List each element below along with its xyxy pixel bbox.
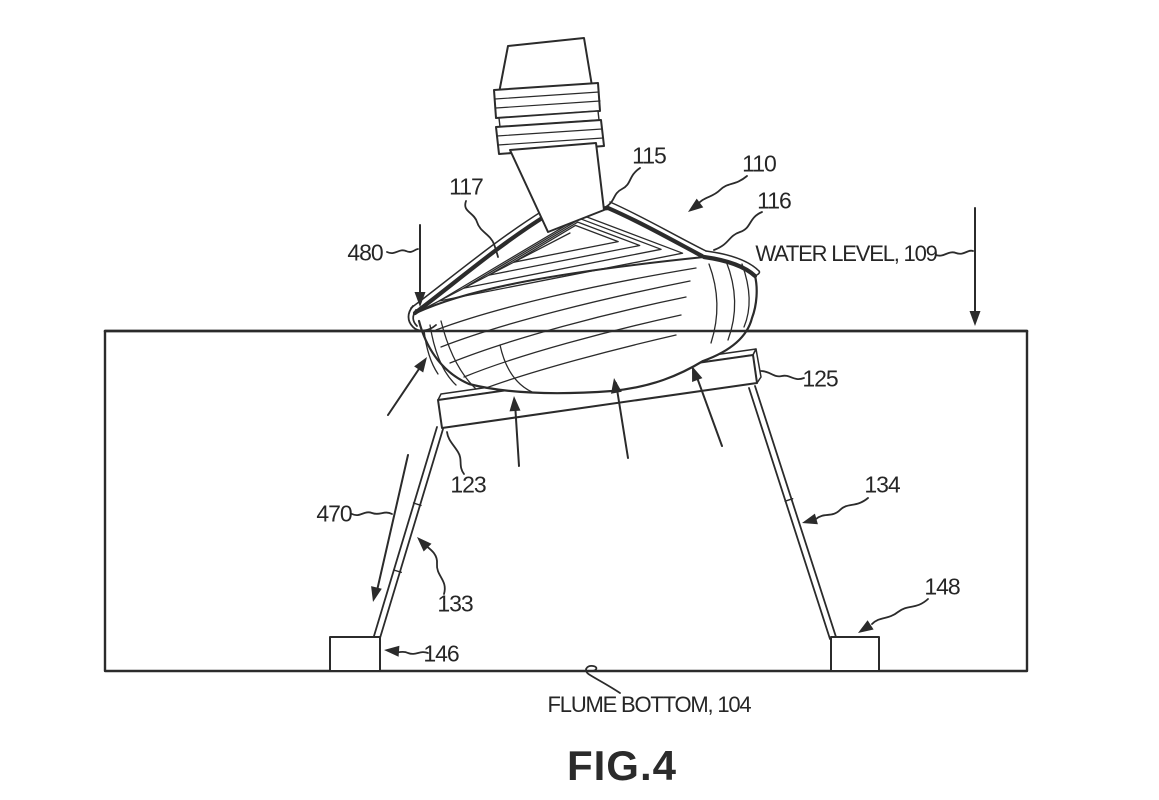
label-123: 123 [450, 471, 486, 498]
label-146: 146 [423, 640, 459, 667]
sheer-line [415, 256, 705, 314]
label-134: 134 [864, 471, 900, 498]
deck-fill [415, 208, 702, 313]
post-lower-shaft [509, 142, 605, 233]
boat-hull [407, 37, 761, 395]
right-support-leg [748, 385, 837, 640]
leader-lines [351, 167, 974, 694]
label-116: 116 [757, 187, 792, 214]
bow-stem-cap [407, 305, 437, 332]
flow-arrows [371, 207, 981, 602]
label-110: 110 [742, 150, 777, 177]
hull-side-fill [416, 257, 757, 394]
mast-post [493, 37, 605, 233]
label-flume-bottom: FLUME BOTTOM, 104 [547, 692, 752, 717]
deck-center-seam [413, 232, 571, 315]
label-470: 470 [316, 500, 352, 527]
label-148: 148 [924, 573, 960, 600]
label-water-level: WATER LEVEL, 109 [755, 241, 938, 266]
label-117: 117 [449, 173, 484, 200]
label-115: 115 [632, 142, 667, 169]
left-support-leg [373, 426, 444, 639]
label-480: 480 [347, 239, 383, 266]
hull-outline [417, 274, 758, 395]
gunwale-inner-edge [410, 201, 761, 309]
label-125: 125 [802, 365, 838, 392]
hull-planking [435, 267, 697, 389]
deck-planking [413, 214, 684, 315]
left-foot-block [329, 636, 381, 672]
stern-rim [701, 254, 758, 279]
post-flange-1 [493, 82, 601, 119]
right-foot-block [830, 636, 880, 672]
label-133: 133 [437, 590, 473, 617]
figure-caption: FIG.4 [566, 742, 678, 789]
